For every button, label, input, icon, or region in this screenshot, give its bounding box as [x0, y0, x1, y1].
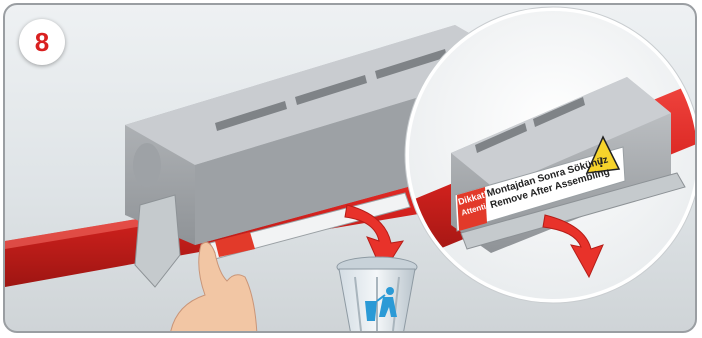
step-badge: 8 [19, 19, 65, 65]
step-number: 8 [35, 27, 49, 58]
warning-symbol: ! [599, 154, 604, 170]
illustration: Dikkat! Attention! Montajdan Sonra Sökün… [5, 5, 697, 333]
hand [170, 242, 257, 333]
metal-bracket [135, 195, 180, 287]
trash-bin-icon [337, 257, 417, 333]
instruction-panel: Dikkat! Attention! Montajdan Sonra Sökün… [3, 3, 697, 333]
